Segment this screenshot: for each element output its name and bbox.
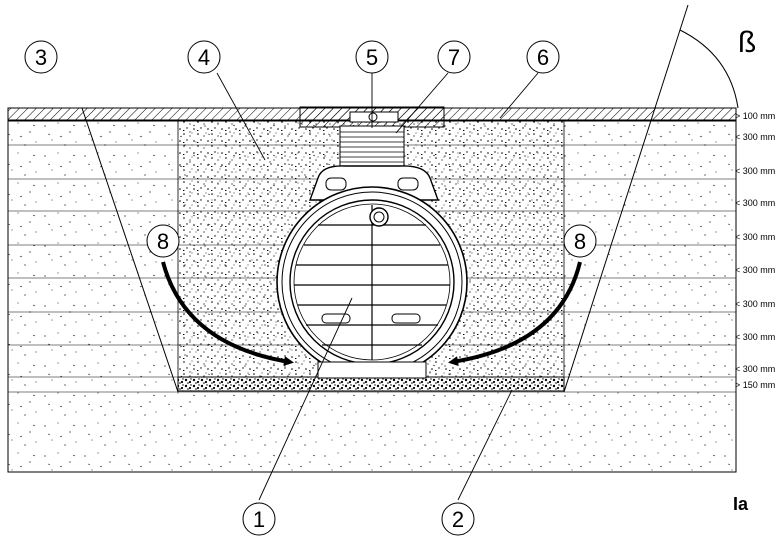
callout-6-label: 6 — [537, 45, 549, 70]
callout-2: 2 — [441, 502, 475, 536]
callout-4: 4 — [187, 40, 221, 74]
angle-symbol: ß — [738, 26, 756, 59]
angle-arc — [679, 29, 739, 109]
dimension-label: < 300 mm — [735, 166, 775, 176]
dimension-label: < 300 mm — [735, 198, 775, 208]
dimension-label: > 150 mm — [735, 380, 775, 390]
slope-line-left — [81, 107, 179, 393]
dimension-label: < 300 mm — [735, 265, 775, 275]
callout-2-label: 2 — [452, 507, 464, 532]
backfill-arrow-left — [161, 261, 294, 366]
callout-3-label: 3 — [35, 45, 47, 70]
callout-6: 6 — [526, 40, 560, 74]
callout-8-right: 8 — [563, 224, 597, 258]
leader-lines — [216, 72, 539, 501]
callout-8-left: 8 — [146, 224, 180, 258]
dimension-label: > 100 mm — [735, 111, 775, 121]
inlet-opening — [369, 207, 389, 227]
tank-foot — [317, 361, 427, 379]
backfill-arrow-right — [448, 261, 582, 367]
callout-7: 7 — [437, 40, 471, 74]
callout-8-right-label: 8 — [574, 229, 586, 254]
dimension-label: < 300 mm — [735, 364, 775, 374]
figure-label: Ia — [733, 494, 749, 514]
dimension-label: < 300 mm — [735, 132, 775, 142]
dimension-labels: > 100 mm < 300 mm < 300 mm < 300 mm < 30… — [735, 111, 775, 390]
callout-8-left-label: 8 — [157, 229, 169, 254]
lid-knob — [368, 112, 378, 122]
dimension-label: < 300 mm — [735, 232, 775, 242]
dimension-label: < 300 mm — [735, 299, 775, 309]
callout-5-label: 5 — [366, 45, 378, 70]
dimension-label: < 300 mm — [735, 332, 775, 342]
tank-ribs — [294, 205, 450, 360]
callout-7-label: 7 — [448, 45, 460, 70]
gravel-bed — [177, 376, 565, 392]
callout-5: 5 — [355, 40, 389, 74]
slope-line-right — [563, 4, 689, 393]
callout-4-label: 4 — [198, 45, 210, 70]
callout-1-label: 1 — [253, 507, 265, 532]
callout-3: 3 — [24, 40, 58, 74]
callout-1: 1 — [242, 502, 276, 536]
riser-ribs — [340, 131, 404, 163]
